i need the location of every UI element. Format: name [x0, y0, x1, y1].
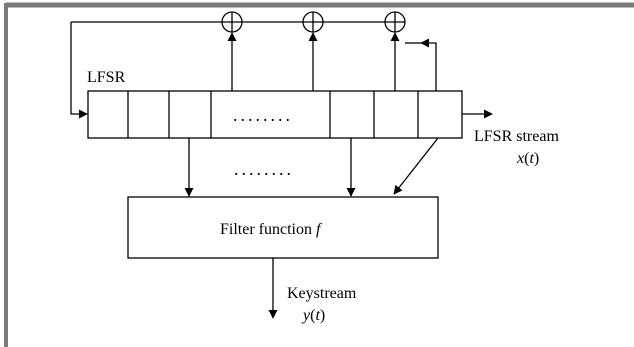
filter-inputs-dots: ........ — [234, 159, 294, 179]
filter-function-box — [127, 196, 439, 259]
xor-adder-icon — [302, 11, 324, 33]
lfsr-stream-label: LFSR stream — [474, 128, 559, 145]
xor-adder-icon — [221, 11, 243, 33]
filter-function-label: Filter function f — [220, 221, 323, 238]
keystream-label: Keystream — [287, 285, 357, 302]
lfsr-stream-symbol: x(t) — [516, 150, 539, 167]
feedback-return-arrow — [70, 22, 88, 119]
outer-frame — [4, 2, 634, 347]
xor-adder-icon — [384, 11, 406, 33]
lfsr-register — [87, 90, 463, 139]
lfsr-label: LFSR — [87, 69, 126, 86]
keystream-symbol: y(t) — [301, 307, 325, 324]
register-dots: ........ — [233, 105, 293, 125]
feedback-input-arrow — [420, 38, 437, 91]
filter-input-arrow — [393, 137, 439, 195]
